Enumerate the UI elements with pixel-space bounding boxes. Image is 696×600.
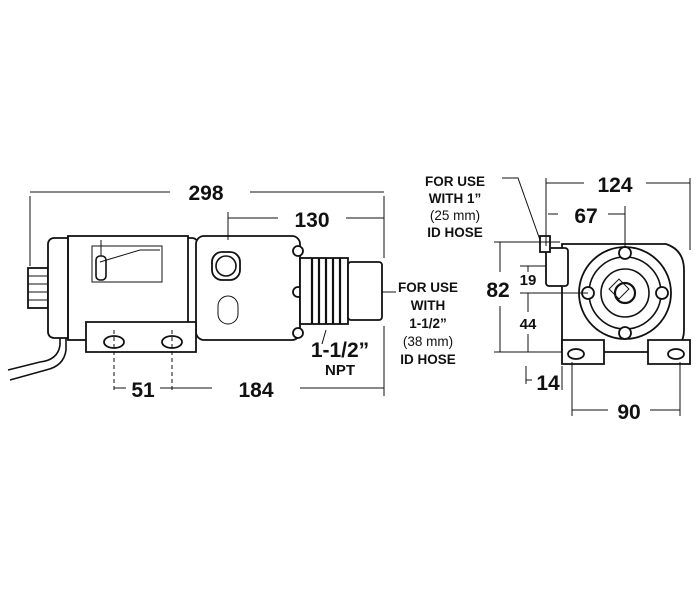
inlet-note-line1: FOR USE xyxy=(425,174,485,189)
dim-upper-label: 19 xyxy=(520,272,537,289)
thread-size-label: 1-1/2” xyxy=(311,339,369,362)
outlet-note-line2: WITH xyxy=(411,298,446,313)
dim-pump-head: 130 xyxy=(227,209,384,240)
dim-port-offset-label: 67 xyxy=(574,205,597,228)
pump-end-body xyxy=(561,243,691,365)
dim-foot-offset-label: 14 xyxy=(536,372,560,395)
end-view: 124 67 82 19 44 xyxy=(425,174,691,424)
dim-foot-left-label: 51 xyxy=(131,379,155,402)
inlet-note-line4: ID HOSE xyxy=(427,225,483,240)
dim-foot-positions: 51 184 xyxy=(114,326,385,402)
inlet-port xyxy=(539,235,569,287)
dim-pump-head-label: 130 xyxy=(294,209,329,232)
outlet-note-line3: 1-1/2” xyxy=(409,316,447,331)
dim-overall-length: 298 xyxy=(29,182,385,266)
dim-end-height-label: 82 xyxy=(486,279,509,302)
outlet-note-line5: ID HOSE xyxy=(400,352,456,367)
dim-end-foot-span-label: 90 xyxy=(617,401,640,424)
inlet-note-line2: WITH 1” xyxy=(429,191,482,206)
outlet-note-line4: (38 mm) xyxy=(403,334,453,349)
inlet-hose-note: FOR USE WITH 1” (25 mm) ID HOSE xyxy=(425,174,541,241)
dim-end-width-label: 124 xyxy=(597,174,632,197)
dim-port-offset: 67 xyxy=(548,205,626,248)
dim-end-foot-span: 90 xyxy=(571,362,681,424)
thread-callout: 1-1/2” NPT xyxy=(311,329,369,379)
power-wires xyxy=(7,300,67,381)
dim-overall-length-label: 298 xyxy=(188,182,223,205)
dim-foot-span-label: 184 xyxy=(238,379,273,402)
inlet-note-line3: (25 mm) xyxy=(430,208,480,223)
dim-foot-offset: 14 xyxy=(525,366,563,395)
motor-end-cap xyxy=(27,267,49,309)
pump-flange xyxy=(195,235,304,341)
outlet-note-line1: FOR USE xyxy=(398,280,458,295)
threaded-port xyxy=(299,257,383,325)
dim-end-width: 124 xyxy=(545,174,691,250)
side-view: 298 130 51 184 1-1/2” NPT FOR xyxy=(7,182,458,402)
dim-lower-label: 44 xyxy=(520,316,537,333)
thread-type-label: NPT xyxy=(325,362,355,379)
outlet-hose-note: FOR USE WITH 1-1/2” (38 mm) ID HOSE xyxy=(382,280,458,367)
dim-center-heights: 19 44 xyxy=(520,265,588,352)
mounting-foot xyxy=(85,321,197,390)
